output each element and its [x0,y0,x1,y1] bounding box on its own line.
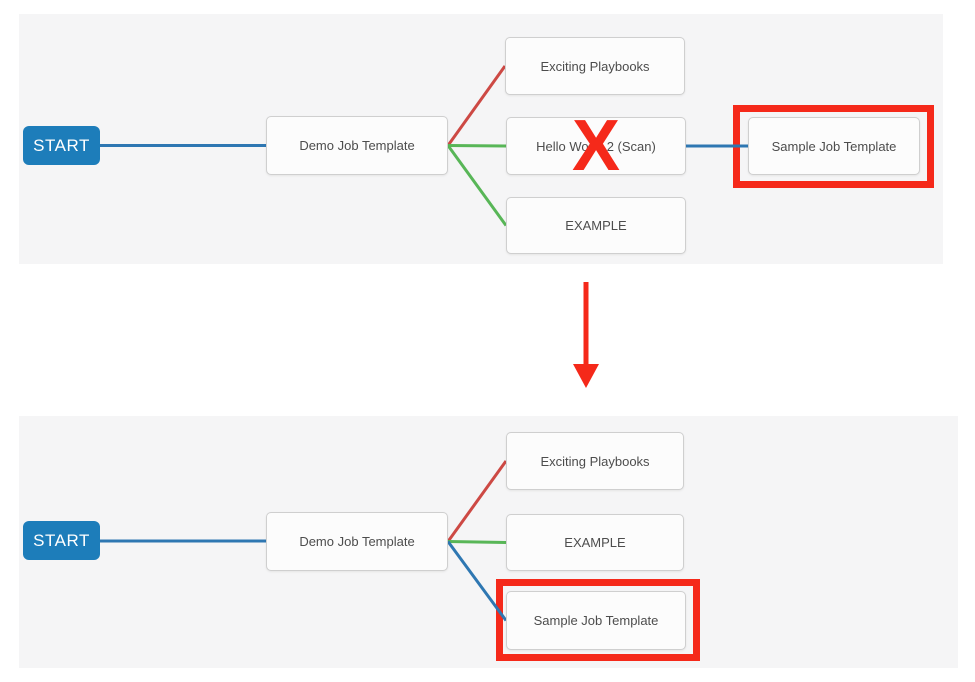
node-sample-job-template-after[interactable]: Sample Job Template [506,591,686,650]
link-demo-exciting [446,65,507,147]
highlight-box-after [496,579,700,661]
workflow-after-panel: START Demo Job Template Exciting Playboo… [19,416,958,668]
node-sample-job-template-before[interactable]: Sample Job Template [748,117,920,175]
node-hello-world-2-scan[interactable]: Hello World 2 (Scan) [506,117,686,175]
start-button-before[interactable]: START [23,126,100,165]
link-demo-exciting-after [446,460,508,543]
workflow-before-panel: START Demo Job Template Exciting Playboo… [19,14,943,264]
link-demo-sample-after [446,540,508,622]
down-arrow-icon [573,282,599,388]
link-demo-example-after [447,540,507,544]
node-example-after[interactable]: EXAMPLE [506,514,684,571]
link-demo-example [446,144,508,227]
start-button-after[interactable]: START [23,521,100,560]
node-demo-job-template-before[interactable]: Demo Job Template [266,116,448,175]
node-exciting-playbooks-after[interactable]: Exciting Playbooks [506,432,684,490]
transition-arrow-area [569,278,603,397]
link-demo-helloworld [447,144,507,148]
links-layer-after [100,460,508,622]
node-exciting-playbooks-before[interactable]: Exciting Playbooks [505,37,685,95]
node-example-before[interactable]: EXAMPLE [506,197,686,254]
links-layer-before [100,65,748,227]
node-demo-job-template-after[interactable]: Demo Job Template [266,512,448,571]
